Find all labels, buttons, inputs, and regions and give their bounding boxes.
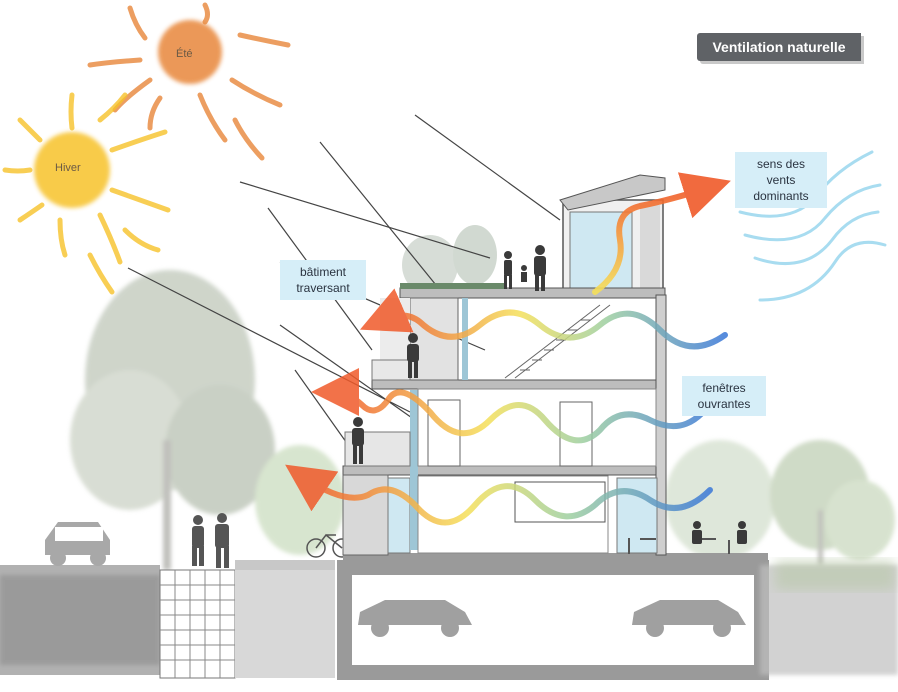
air-flow-arrows [285, 172, 731, 526]
summer-sun-icon [87, 2, 291, 161]
people-icons [352, 245, 747, 544]
car-icon [45, 522, 110, 566]
wind-direction-label: sens des vents dominants [735, 152, 827, 208]
winter-sun-icon [2, 92, 171, 295]
diagram-title: Ventilation naturelle [697, 33, 861, 61]
rooftop-plants [402, 225, 497, 295]
summer-sun-label: Été [176, 48, 193, 60]
parked-car-left-icon [358, 600, 472, 637]
pedestrians-icon [192, 513, 229, 568]
parked-car-right-icon [632, 600, 746, 637]
opening-windows-label: fenêtres ouvrantes [682, 376, 766, 416]
winter-sun-label: Hiver [55, 162, 81, 174]
cross-building-label: bâtiment traversant [280, 260, 366, 300]
